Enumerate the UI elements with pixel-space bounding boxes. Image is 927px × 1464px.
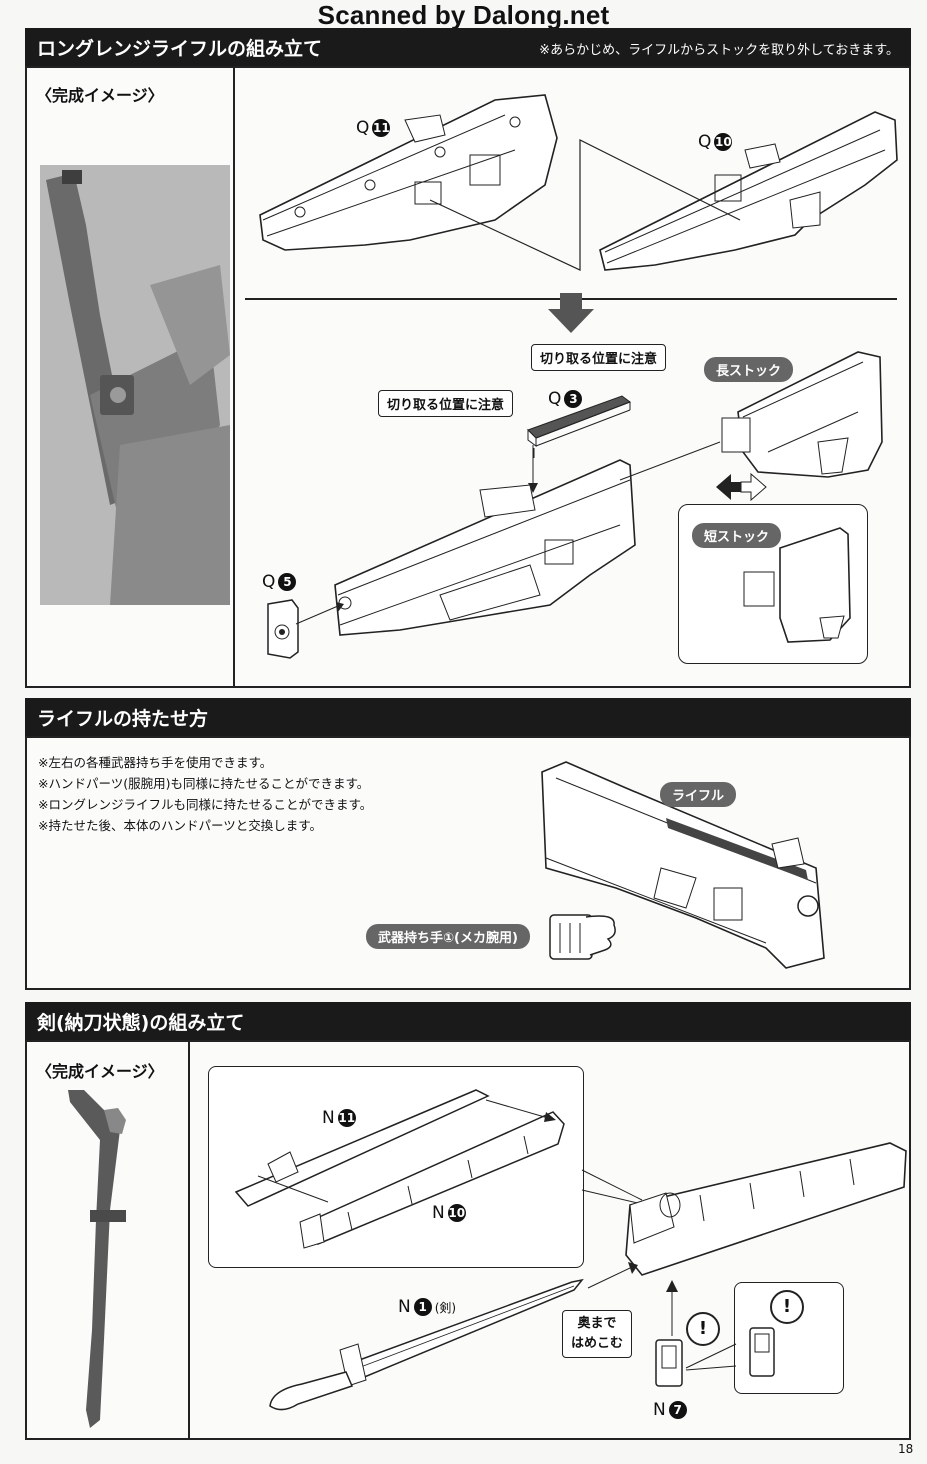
section2-title: ライフルの持たせ方 [37,708,209,730]
assembly-guide-lines [429,139,741,271]
part-letter: Q [698,132,712,152]
note-line: ※持たせた後、本体のハンドパーツと交換します。 [38,818,322,833]
section1-note: ※あらかじめ、ライフルからストックを取り外しておきます。 [539,43,899,58]
part-number-badge: 11 [337,1109,356,1127]
part-label-n7: N 7 [653,1400,687,1420]
short-stock-label: 短ストック [692,523,782,548]
warning-icon: ! [686,1312,720,1346]
part-label-q5: Q 5 [262,572,297,592]
cut-position-note-1: 切り取る位置に注意 [531,344,667,371]
rifle-label: ライフル [660,782,737,807]
sword-insert-arrow-icon [587,1262,638,1289]
part-number-badge: 3 [564,390,583,408]
insert-note-line1: 奥まで [577,1316,617,1331]
muzzle-part-q5 [267,599,299,659]
sword-part-n1 [269,1278,584,1411]
part-letter: N [398,1297,411,1317]
note-line: ※ハンドパーツ(服腕用)も同様に持たせることができます。 [38,776,370,791]
sword-completed-photo [68,1090,126,1428]
rifle-assembled [334,459,636,636]
part-number-badge: 10 [447,1204,466,1222]
section3-title: 剣(納刀状態)の組み立て [37,1012,245,1034]
zoom-guide-lines [581,1169,643,1205]
rail-part-q3 [527,395,632,458]
part-letter: Q [548,389,562,409]
section1-image-label: 〈完成イメージ〉 [36,86,164,105]
part-label-n10: N 10 [432,1203,466,1223]
section2-header: ライフルの持たせ方 [25,698,911,736]
note-line: ※ロングレンジライフルも同様に持たせることができます。 [38,797,373,812]
section3-header: 剣(納刀状態)の組み立て [25,1002,911,1040]
part-number-badge: 5 [278,573,297,591]
down-arrow-icon [548,293,594,333]
weapon-hand-part [549,914,616,960]
part-label-q3: Q 3 [548,389,583,409]
insert-note-line2: はめこむ [571,1336,624,1351]
warning-icon: ! [770,1290,804,1324]
part-number-badge: 1 [413,1298,432,1316]
part-number-badge: 10 [714,133,733,151]
part-label-q10: Q 10 [698,132,733,152]
part-label-n11: N 11 [322,1108,356,1128]
part-label-q11: Q 11 [356,118,391,138]
rifle-part-q11 [259,94,558,251]
part-letter: Q [356,118,370,138]
part-letter: N [432,1203,445,1223]
page-number: 18 [898,1442,914,1456]
muzzle-attach-arrow-icon [295,602,344,625]
section3-image-label: 〈完成イメージ〉 [36,1062,164,1081]
part-letter: N [322,1108,335,1128]
part-letter: Q [262,572,276,592]
insert-fully-note: 奥まで はめこむ [562,1310,633,1358]
scabbard-halves-detail [234,1089,565,1249]
rifle-completed-photo [40,165,230,605]
section1-header: ロングレンジライフルの組み立て ※あらかじめ、ライフルからストックを取り外してお… [25,28,911,66]
part-suffix: (剣) [434,1300,457,1315]
long-stock-label: 長ストック [704,357,794,382]
clip-detail-part [749,1327,775,1377]
part-number-badge: 11 [372,119,391,137]
short-stock-part [743,527,851,643]
weapon-hand-label: 武器持ち手①(メカ腕用) [366,924,530,949]
section2-notes: ※左右の各種武器持ち手を使用できます。 ※ハンドパーツ(服腕用)も同様に持たせる… [38,752,372,836]
rifle-with-hand-illustration [541,761,825,969]
rifle-part-q10 [599,111,898,271]
clip-part-n7 [655,1339,683,1387]
note-line: ※左右の各種武器持ち手を使用できます。 [38,755,273,770]
section1-title: ロングレンジライフルの組み立て [37,38,323,60]
part-number-badge: 7 [668,1401,687,1419]
long-stock-part [721,351,883,478]
stock-attach-line [619,441,721,481]
clip-up-arrow-icon [666,1280,678,1336]
detail-pointer-lines [685,1343,737,1371]
swap-arrow-icon [716,472,767,502]
section1-divider [233,66,235,686]
part-letter: N [653,1400,666,1420]
cut-position-note-2: 切り取る位置に注意 [378,390,514,417]
scabbard-assembled [625,1142,907,1276]
section3-divider [188,1040,190,1438]
part-label-n1: N 1 (剣) [398,1297,456,1317]
watermark-text: Scanned by Dalong.net [317,0,610,30]
